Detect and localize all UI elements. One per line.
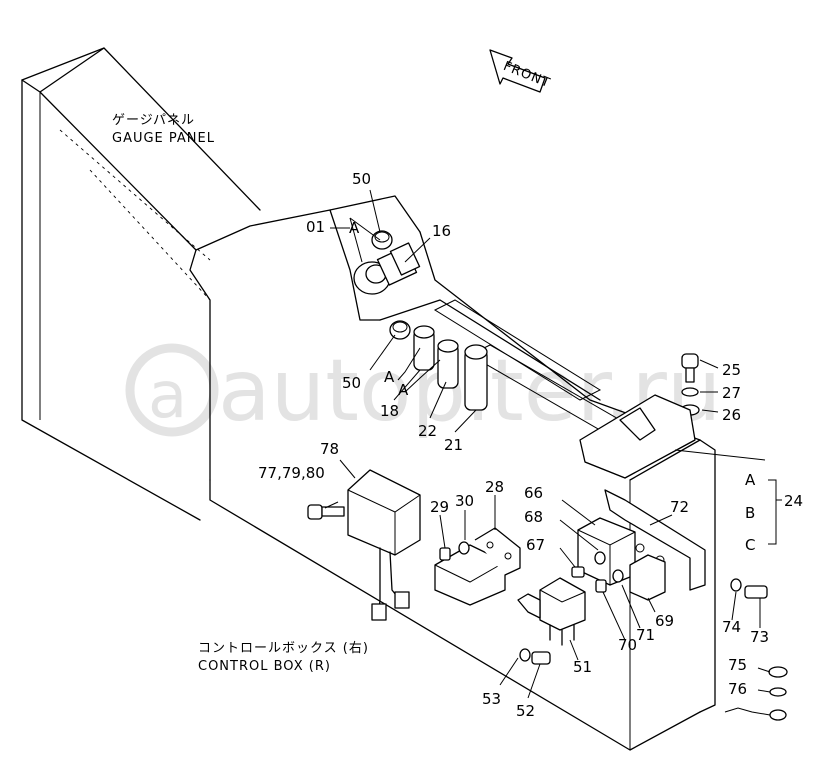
key-switch-01 (353, 242, 421, 295)
cap-50-top (371, 230, 393, 250)
relay-66 (577, 517, 636, 586)
label-66: 66 (524, 484, 543, 502)
relay-51 (517, 577, 586, 646)
bolts-67-70 (571, 551, 624, 593)
control-box-caption-en: CONTROL BOX (R) (198, 659, 331, 674)
label-69: 69 (655, 612, 674, 630)
label-22: 22 (418, 422, 437, 440)
ground-terminal (724, 666, 788, 721)
label-73: 73 (750, 628, 769, 646)
label-71: 71 (636, 626, 655, 644)
label-a-knob-1: A (384, 368, 395, 386)
label-a-top: A (349, 219, 360, 237)
label-24: 24 (784, 492, 803, 510)
label-01: 01 (306, 218, 325, 236)
label-28: 28 (485, 478, 504, 496)
label-52: 52 (516, 702, 535, 720)
label-67: 67 (526, 536, 545, 554)
knob-row (389, 320, 488, 411)
bolt-52-53 (519, 648, 551, 665)
relay-28 (434, 527, 521, 606)
label-a-knob-2: A (398, 381, 409, 399)
label-72: 72 (670, 498, 689, 516)
label-c-24: C (745, 536, 755, 554)
label-53: 53 (482, 690, 501, 708)
label-b-24: B (745, 504, 755, 522)
label-29: 29 (430, 498, 449, 516)
label-26: 26 (722, 406, 741, 424)
gauge-panel-caption-jp: ゲージパネル (112, 113, 195, 128)
label-18: 18 (380, 402, 399, 420)
label-a-24: A (745, 471, 756, 489)
gauge-panel-caption-en: GAUGE PANEL (112, 131, 215, 146)
label-68: 68 (524, 508, 543, 526)
label-25: 25 (722, 361, 741, 379)
screw-73 (730, 578, 768, 599)
label-75: 75 (728, 656, 747, 674)
label-16: 16 (432, 222, 451, 240)
label-50-top: 50 (352, 170, 371, 188)
label-78: 78 (320, 440, 339, 458)
label-50-knob: 50 (342, 374, 361, 392)
label-76: 76 (728, 680, 747, 698)
label-77-79-80: 77,79,80 (258, 464, 325, 482)
relay-78 (347, 469, 421, 621)
label-74: 74 (722, 618, 741, 636)
switch-box-24 (579, 394, 766, 479)
bolt-77 (307, 504, 345, 520)
relay-69 (629, 554, 666, 601)
label-30: 30 (455, 492, 474, 510)
label-51: 51 (573, 658, 592, 676)
label-70: 70 (618, 636, 637, 654)
control-box-caption-jp: コントロールボックス (右) (198, 641, 369, 656)
front-arrow: FRONT (489, 49, 553, 93)
label-27: 27 (722, 384, 741, 402)
svg-text:a: a (148, 359, 187, 433)
label-21: 21 (444, 436, 463, 454)
bracket-24 (768, 479, 782, 545)
leader-lines (324, 189, 771, 699)
part-labels: 50 01 A 16 50 A A 18 22 21 25 27 26 A B … (258, 170, 803, 720)
